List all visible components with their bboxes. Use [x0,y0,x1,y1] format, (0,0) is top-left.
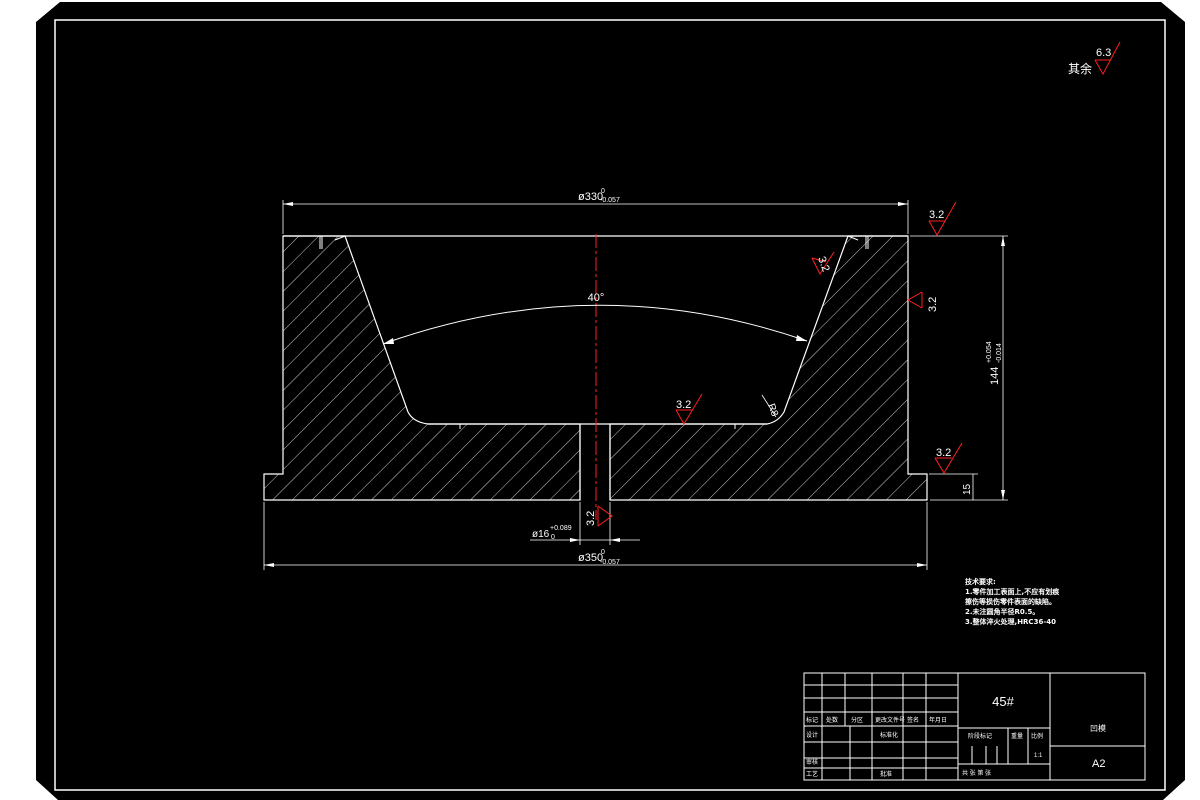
roughness-mark-step: 3.2 [934,442,963,474]
roughness-mark-top: 3.2 [928,201,957,237]
roughness-mark-hole: 3.2 [585,505,613,527]
hole-tol-lower: 0 [551,534,555,541]
top-width-label: ø330 [578,191,603,203]
dim-arrow [917,563,927,567]
lip-right [847,235,869,249]
lip-left [319,235,346,249]
angle-arc [382,304,808,345]
roughness-symbol-icon [811,251,835,276]
roughness-value: 3.2 [676,399,691,411]
corner-mark-bottom-left [36,780,58,800]
roughness-symbol-icon [675,393,703,425]
roughness-mark-left-slope: 3.2 [811,251,835,276]
angle-arrow-left [383,338,394,344]
hole-label: ø16 [532,529,550,540]
corner-mark-bottom-right [1163,780,1185,800]
tech-requirement-item: 1.零件加工表面上,不应有划痕 [965,588,1060,596]
roughness-symbol-icon [906,291,923,309]
sheets-label: 共 张 第 张 [962,769,991,777]
top-width-tol-lower: -0.057 [600,197,620,204]
general-roughness-value: 6.3 [1096,47,1111,59]
dim-arrow [283,202,293,206]
top-width-tol-upper: 0 [601,188,605,195]
tech-requirement-item: 2.未注圆角半径R0.5。 [965,608,1040,616]
roughness-symbol-icon [934,442,963,474]
scale-value: 1:1 [1034,753,1043,759]
height-label: 144 [989,367,1001,385]
roughness-value: 3.2 [927,297,939,312]
checker-label: 审核 [806,758,818,766]
scale-label: 比例 [1031,732,1043,740]
title-block-text: 标记 处数 分区 更改文件号 签名 年月日 设计 标准化 审核 工艺 批准 阶段… [806,716,1043,778]
process-label: 工艺 [806,770,818,778]
height-tol-lower: -0.014 [996,343,1003,363]
approval-label: 批准 [880,770,892,778]
dim-arrow [264,563,274,567]
header-zone: 分区 [851,716,863,724]
corner-mark-top-left [36,2,60,22]
tech-requirement-item: 擦伤等损伤零件表面的缺陷。 [965,598,1056,606]
sheet-area [36,2,1185,800]
part-name: 凹模 [1090,723,1106,733]
dim-arrow [1001,236,1005,246]
stage-marking-label: 阶段标记 [968,732,992,740]
corner-mark-top-right [1161,2,1185,22]
height-tol-upper: +0.054 [986,341,993,363]
angle-arrow-right [796,335,807,341]
header-count: 处数 [826,716,838,724]
weight-label: 重量 [1011,732,1023,740]
tech-requirements: 技术要求: 1.零件加工表面上,不应有划痕 擦伤等损伤零件表面的缺陷。 2.未注… [965,577,1059,627]
header-change-doc: 更改文件号 [875,716,905,724]
step-label: 15 [962,483,973,495]
bottom-width-tol-lower: -0.057 [600,559,620,566]
general-roughness-label: 其余 [1068,61,1092,76]
hole-tol-upper: +0.089 [550,525,572,532]
dim-arrow [898,202,908,206]
section-right-half [609,235,928,501]
dim-arrow [610,538,620,542]
roughness-value: 3.2 [929,209,944,221]
roughness-symbol-icon [1094,41,1121,76]
tech-requirements-title: 技术要求: [965,578,996,586]
roughness-value: 3.2 [815,255,832,273]
drawing-frame [54,19,1166,791]
roughness-value: 3.2 [585,511,597,526]
bottom-width-tol-upper: 0 [601,549,605,556]
angle-label: 40° [588,292,605,304]
section-left-half [263,235,581,501]
header-mark: 标记 [806,716,818,724]
roughness-symbol-icon [597,505,613,527]
header-sign: 签名 [907,716,919,724]
sheet-size: A2 [1092,758,1105,770]
standardization-label: 标准化 [880,731,898,739]
roughness-mark-cavity-bottom: 3.2 [675,393,703,425]
bottom-width-label: ø350 [578,552,603,564]
roughness-symbol-icon [928,201,957,237]
title-block [803,672,1146,781]
header-date: 年月日 [929,716,947,724]
fillet-leader [761,394,777,418]
dim-arrow [570,538,580,542]
designer-label: 设计 [806,731,818,739]
material-label: 45# [992,694,1014,709]
dim-arrow [1001,490,1005,500]
roughness-mark-right-side: 3.2 [906,291,939,312]
tech-requirement-item: 3.整体淬火处理,HRC36-40 [965,618,1056,626]
roughness-value: 3.2 [936,447,951,459]
